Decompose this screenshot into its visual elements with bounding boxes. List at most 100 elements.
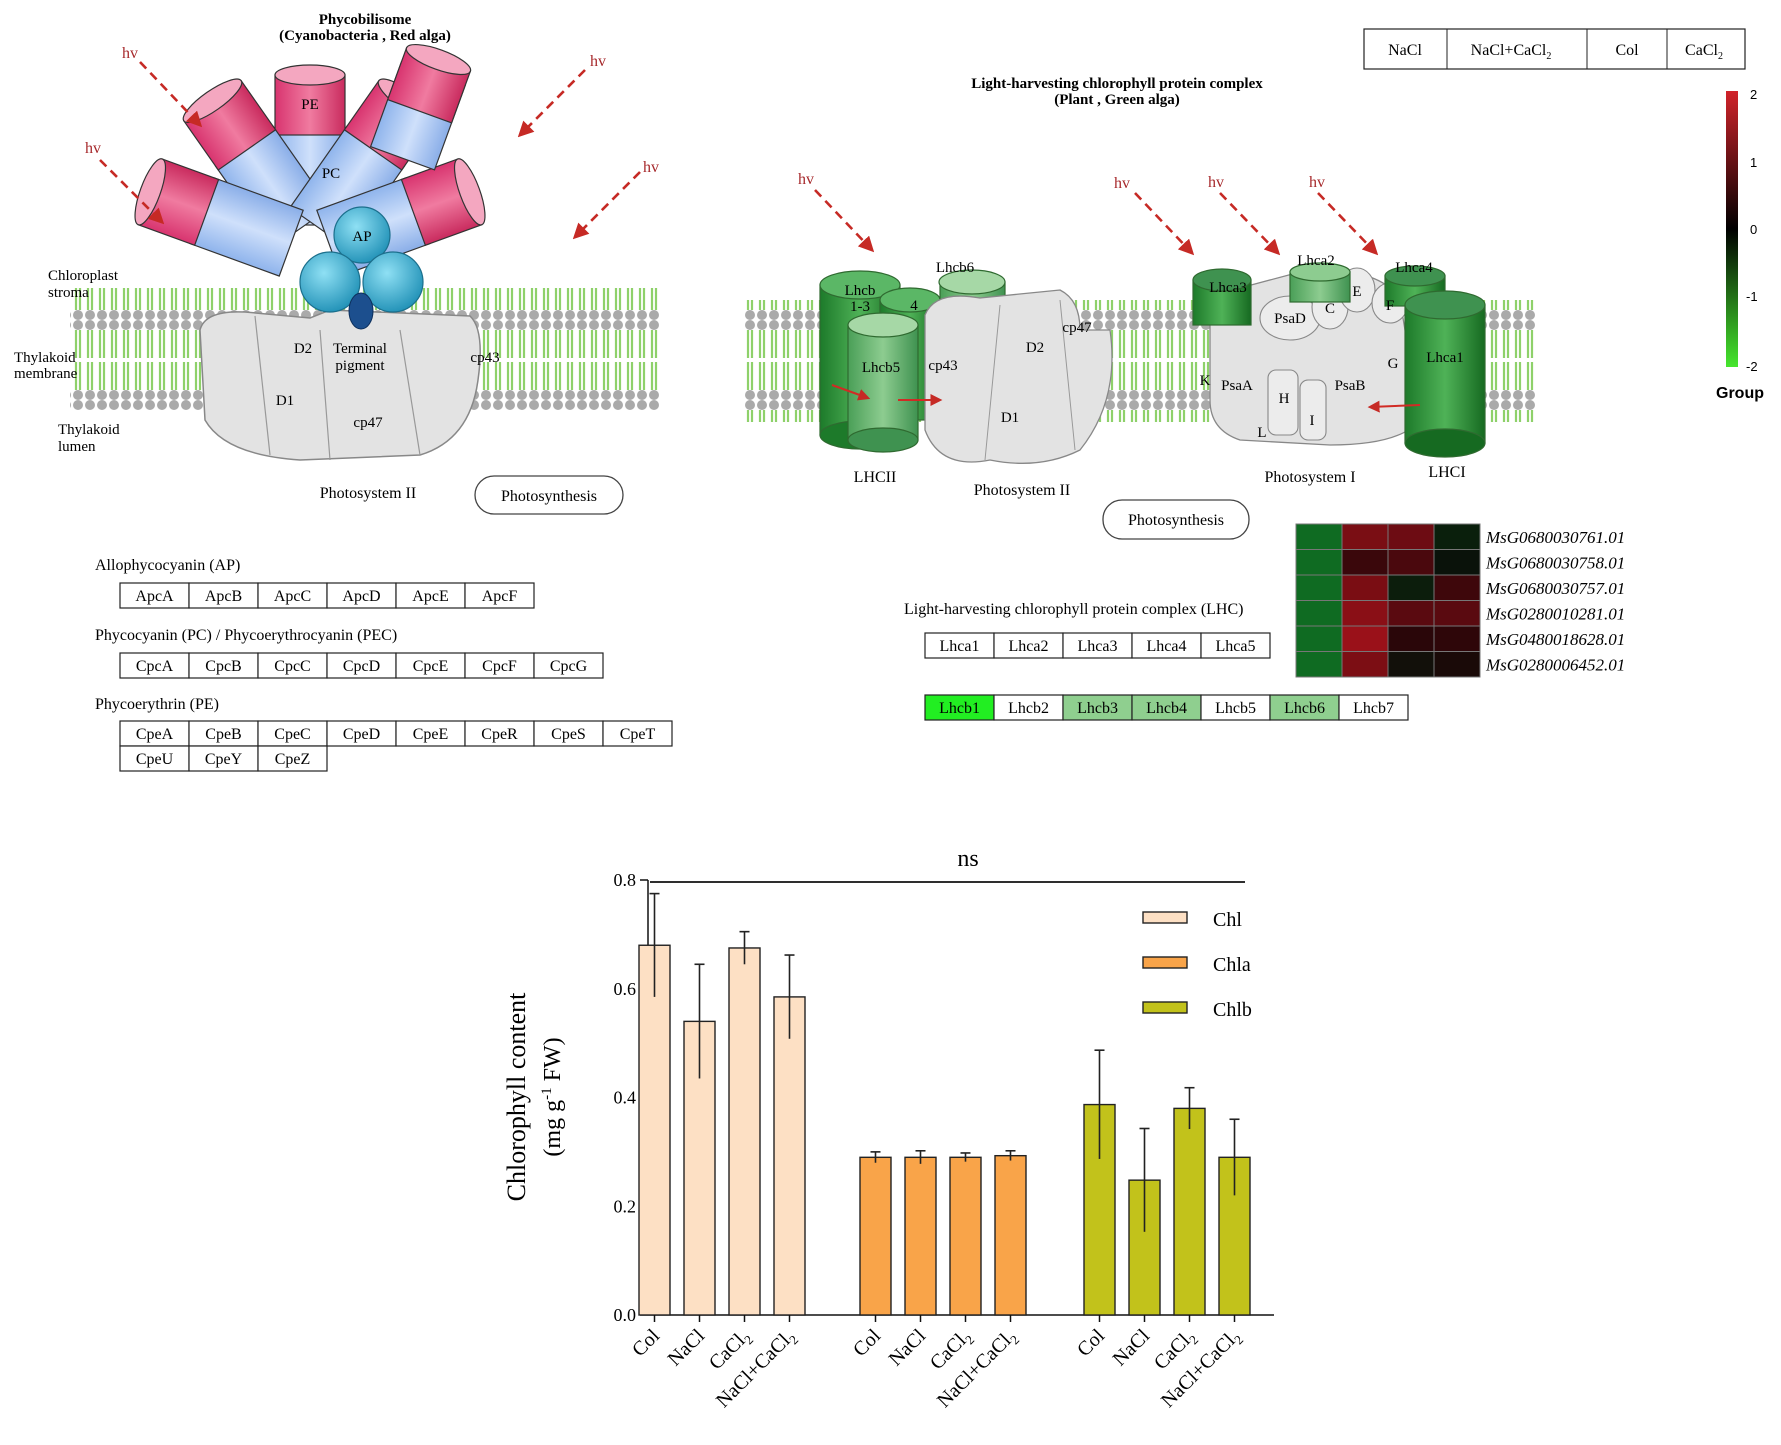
pe-gene-cpeu[interactable]: CpeU [136,751,174,768]
photosynthesis-link-1[interactable]: Photosynthesis [501,488,597,505]
lhcb-gene-row: Lhcb1 Lhcb2 Lhcb3 Lhcb4 Lhcb5 Lhcb6 Lhcb7 [924,694,1409,721]
ps2-cp43-label: cp43 [470,350,499,366]
lhca-box-lhca1[interactable] [924,632,995,659]
pc-gene-cpcf[interactable]: CpcF [482,658,517,675]
pe-box-cpee[interactable] [395,720,466,747]
ap-box-apcb[interactable] [188,582,259,609]
photosynthesis-link-box-1[interactable] [474,475,624,515]
lhcb-gene-lhcb3[interactable]: Lhcb3 [1077,700,1118,717]
lhca-gene-lhca4[interactable]: Lhca4 [1147,638,1187,655]
lhcb-gene-lhcb4[interactable]: Lhcb4 [1146,700,1187,717]
lhc-diagram: Light-harvesting chlorophyll protein com… [744,76,1536,540]
lhcb-gene-lhcb2[interactable]: Lhcb2 [1008,700,1049,717]
pc-box-cpcd[interactable] [326,652,397,679]
photosynthesis-link-2[interactable]: Photosynthesis [1128,512,1224,529]
pe-box-cpec[interactable] [257,720,328,747]
ap-box-apce[interactable] [395,582,466,609]
membrane-label-2: membrane [14,366,78,382]
colorbar-gradient [1726,91,1738,367]
heatmap-gene-label: MsG0280006452.01 [1485,656,1625,675]
heatmap-cell-r2-c2 [1387,574,1435,601]
lhca-gene-lhca1[interactable]: Lhca1 [940,638,980,655]
stroma-label-1: Chloroplast [48,268,119,284]
pe-gene-cpey[interactable]: CpeY [205,751,243,768]
bar-chla-cacl [949,1156,982,1316]
heatmap-cell-r0-c2 [1387,523,1435,550]
pe-gene-cper[interactable]: CpeR [481,726,518,743]
heatmap-cell-r1-c3 [1433,549,1481,576]
ap-box-apcf[interactable] [464,582,535,609]
pc-box-cpcb[interactable] [188,652,259,679]
pe-gene-cpez[interactable]: CpeZ [275,751,311,768]
x-tick-text: NaCl [1109,1325,1155,1371]
pc-box-cpcc[interactable] [257,652,328,679]
psi-e-label: E [1352,284,1361,300]
ap-gene-apce[interactable]: ApcE [412,588,448,605]
pc-box-cpce[interactable] [395,652,466,679]
pe-gene-cped[interactable]: CpeD [343,726,380,743]
lhcb-gene-lhcb1[interactable]: Lhcb1 [939,700,980,717]
lhca-gene-lhca3[interactable]: Lhca3 [1078,638,1118,655]
pc-gene-cpcg[interactable]: CpcG [550,658,588,675]
lhcb-gene-lhcb6[interactable]: Lhcb6 [1284,700,1325,717]
lhcb13-label-1: Lhcb [845,283,876,299]
terminal-pigment-label-2: pigment [335,358,385,374]
pc-gene-cpcc[interactable]: CpcC [274,658,310,675]
lhcb-box-lhcb2[interactable] [993,694,1064,721]
pe-box-cpez[interactable] [257,745,328,772]
ap-box-apcc[interactable] [257,582,328,609]
heatmap-cell-r5-c3 [1433,651,1481,678]
membrane-label-1: Thylakoid [14,350,76,366]
legend-swatch-chlb [1142,1001,1188,1014]
ap-gene-apcf[interactable]: ApcF [482,588,518,605]
pe-gene-row-1: CpeA CpeB CpeC CpeD CpeE CpeR CpeS CpeT [119,720,673,747]
pc-box-cpcf[interactable] [464,652,535,679]
lhcb-box-lhcb6[interactable] [1269,694,1340,721]
lhca-gene-lhca5[interactable]: Lhca5 [1216,638,1256,655]
phycobilisome-rods [134,43,486,277]
ap-gene-apcb[interactable]: ApcB [205,588,242,605]
lhca-box-lhca5[interactable] [1200,632,1271,659]
pe-gene-cpee[interactable]: CpeE [413,726,449,743]
pe-box-cpey[interactable] [188,745,259,772]
pc-gene-cpca[interactable]: CpcA [136,658,174,675]
lhca-box-lhca2[interactable] [993,632,1064,659]
ap-gene-apcd[interactable]: ApcD [342,588,380,605]
ap-gene-apca[interactable]: ApcA [135,588,174,605]
lhca-box-lhca3[interactable] [1062,632,1133,659]
lhca-box-lhca4[interactable] [1131,632,1202,659]
lhca1-label: Lhca1 [1426,350,1463,366]
pe-gene-cpea[interactable]: CpeA [136,726,174,743]
pc-box-cpcg[interactable] [533,652,604,679]
lhcb-box-lhcb7[interactable] [1338,694,1409,721]
lhc-hv-label-1: hv [798,171,814,188]
pe-box-cper[interactable] [464,720,535,747]
photosynthesis-link-box-2[interactable] [1102,499,1250,540]
pe-gene-cpet[interactable]: CpeT [620,726,656,743]
pc-gene-cpce[interactable]: CpcE [413,658,449,675]
ap-group-label: Allophycocyanin (AP) [95,557,240,574]
pc-gene-cpcd[interactable]: CpcD [343,658,380,675]
heatmap-gene-label: MsG0280010281.01 [1485,605,1625,624]
colorbar-label: Group [1716,385,1764,402]
lhca-gene-lhca2[interactable]: Lhca2 [1009,638,1049,655]
lhcb-box-lhcb4[interactable] [1131,694,1202,721]
pe-box-cpeu[interactable] [119,745,190,772]
x-tick-text: NaCl [885,1325,931,1371]
ap-gene-apcc[interactable]: ApcC [274,588,311,605]
heatmap-cell-r4-c1 [1341,625,1389,652]
lhcb-box-lhcb5[interactable] [1200,694,1271,721]
lhcb-gene-lhcb5[interactable]: Lhcb5 [1215,700,1256,717]
pe-gene-cpeb[interactable]: CpeB [205,726,241,743]
lhcb-gene-lhcb7[interactable]: Lhcb7 [1353,700,1394,717]
pc-gene-cpcb[interactable]: CpcB [205,658,241,675]
legend-nacl-cacl2: NaCl+CaCl2 [1471,42,1552,62]
pc-box-cpca[interactable] [119,652,190,679]
pe-gene-cpes[interactable]: CpeS [551,726,586,743]
pe-box-cpet[interactable] [602,720,673,747]
y-tick-label: 0.8 [614,870,637,890]
pe-box-cpea[interactable] [119,720,190,747]
pe-box-cpes[interactable] [533,720,604,747]
pe-gene-cpec[interactable]: CpeC [274,726,310,743]
heatmap-cell-r4-c3 [1433,625,1481,652]
